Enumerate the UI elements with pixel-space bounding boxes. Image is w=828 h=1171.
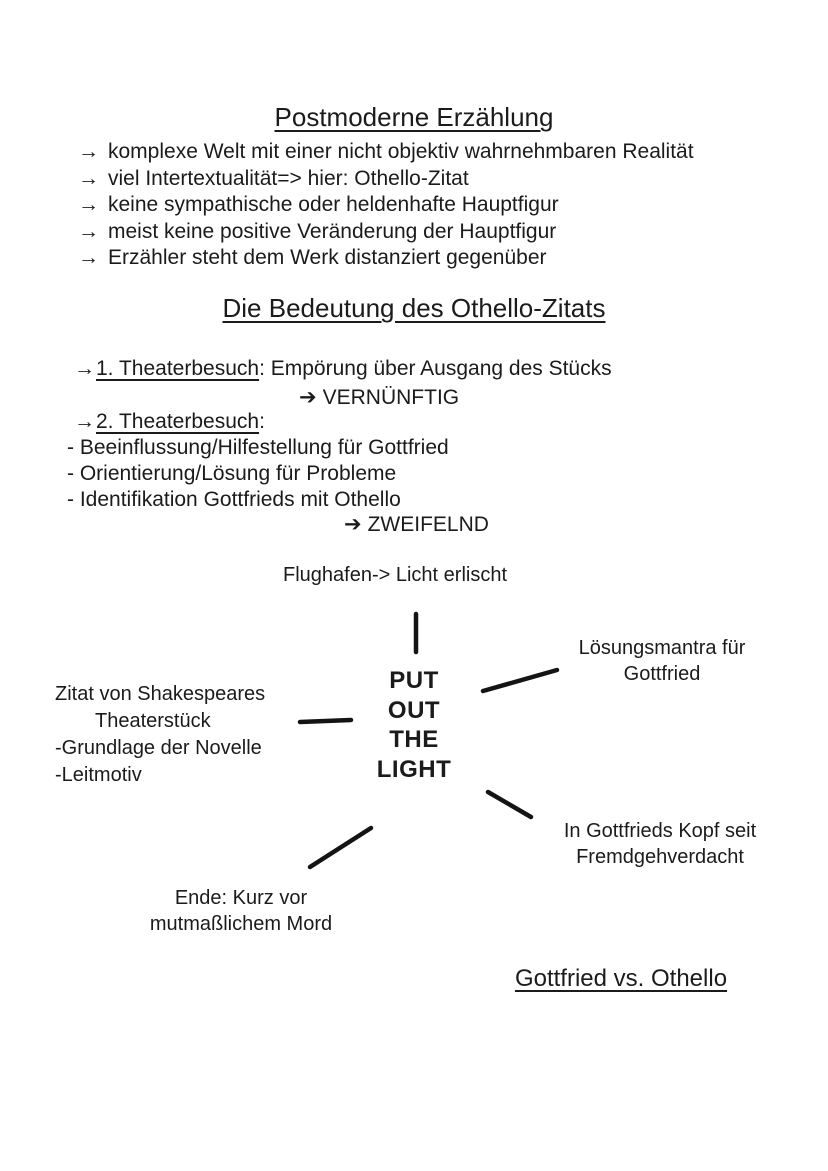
arrow-icon: → [78, 140, 99, 163]
section-title-postmoderne: Postmoderne Erzählung [274, 102, 554, 132]
center-node-line: LIGHT [376, 755, 452, 783]
mindmap-left-label: Zitat von Shakespeares Theaterstück -Gru… [55, 681, 265, 789]
arrow-icon: → [78, 219, 99, 243]
list-item: → Erzähler steht dem Werk distanziert geg… [78, 245, 694, 272]
subitem-line: - Orientierung/Lösung für Probleme [67, 462, 397, 485]
theaterbesuch-2-text: : [259, 410, 265, 433]
postmoderne-list: → komplexe Welt mit einer nicht objektiv … [78, 139, 694, 272]
mindmap-bottom-right-label: In Gottfrieds Kopf seit Fremdgehverdacht [550, 818, 770, 870]
list-item-text: viel Intertextualität=> hier: Othello-Zi… [108, 166, 469, 190]
label-line: Theaterstück [95, 710, 211, 732]
arrow-icon: → [78, 166, 99, 190]
list-item-text: Erzähler steht dem Werk distanziert gege… [108, 246, 547, 269]
theaterbesuch-2-line: →2. Theaterbesuch: [74, 410, 265, 434]
list-item-text: meist keine positive Veränderung der Hau… [108, 219, 557, 243]
theaterbesuch-2-label: 2. Theaterbesuch [96, 410, 260, 433]
section-title-bedeutung: Die Bedeutung des Othello-Zitats [222, 293, 606, 323]
label-line: In Gottfrieds Kopf seit [563, 820, 757, 842]
label-line: Ende: Kurz vor [174, 887, 308, 909]
label-line: mutmaßlichem Mord [149, 913, 333, 935]
mindmap-right-label: Lösungsmantra für Gottfried [552, 635, 772, 687]
subitem-line: - Beeinflussung/Hilfestellung für Gottfr… [67, 436, 449, 459]
arrow-icon: → [74, 357, 95, 380]
label-line: -Grundlage der Novelle [55, 737, 262, 759]
label-line: -Leitmotiv [55, 764, 142, 786]
list-item: → viel Intertextualität=> hier: Othello-Z… [78, 166, 694, 193]
center-node-line: OUT [387, 696, 441, 724]
arrow-icon: → [74, 410, 95, 433]
result-zweifelnd-line: ➔ZWEIFELND [344, 512, 489, 537]
footer-heading-text: Gottfried vs. Othello [514, 965, 728, 992]
label-line: Zitat von Shakespeares [55, 683, 266, 705]
result-vernuenftig-text: VERNÜNFTIG [322, 386, 460, 409]
connector-line-lower-left [307, 825, 374, 870]
arrow-icon: → [78, 246, 99, 269]
mindmap-bottom-left-label: Ende: Kurz vor mutmaßlichem Mord [131, 885, 351, 937]
arrow-icon: → [78, 193, 99, 216]
result-zweifelnd-text: ZWEIFELND [367, 513, 489, 536]
list-item: → komplexe Welt mit einer nicht objektiv … [78, 139, 694, 166]
mindmap-top-label: Flughafen-> Licht erlischt [283, 564, 508, 586]
result-vernuenftig-line: ➔VERNÜNFTIG [299, 385, 459, 410]
center-node-line: PUT [389, 667, 439, 694]
list-item-text: komplexe Welt mit einer nicht objektiv w… [108, 140, 694, 163]
theaterbesuch-1-text: : Empörung über Ausgang des Stücks [259, 357, 612, 380]
theaterbesuch-1-label: 1. Theaterbesuch [96, 357, 260, 380]
center-node-line: THE [389, 726, 439, 753]
list-item: → keine sympathische oder heldenhafte Hau… [78, 192, 694, 219]
theaterbesuch-1-line: →1. Theaterbesuch: Empörung über Ausgang… [74, 357, 612, 381]
label-line: Gottfried [623, 663, 701, 685]
label-line: Lösungsmantra für [578, 637, 746, 659]
list-item: → meist keine positive Veränderung der Ha… [78, 219, 694, 246]
heavy-arrow-icon: ➔ [344, 513, 362, 536]
label-line: Fremdgehverdacht [576, 846, 744, 868]
mindmap-center-node: PUT OUT THE LIGHT [0, 666, 828, 784]
connector-line-lower-right [485, 789, 534, 820]
footer-heading: Gottfried vs. Othello [496, 965, 746, 993]
subitem-line: - Identifikation Gottfrieds mit Othello [67, 488, 401, 511]
heavy-arrow-icon: ➔ [299, 386, 317, 409]
list-item-text: keine sympathische oder heldenhafte Haup… [108, 193, 559, 216]
